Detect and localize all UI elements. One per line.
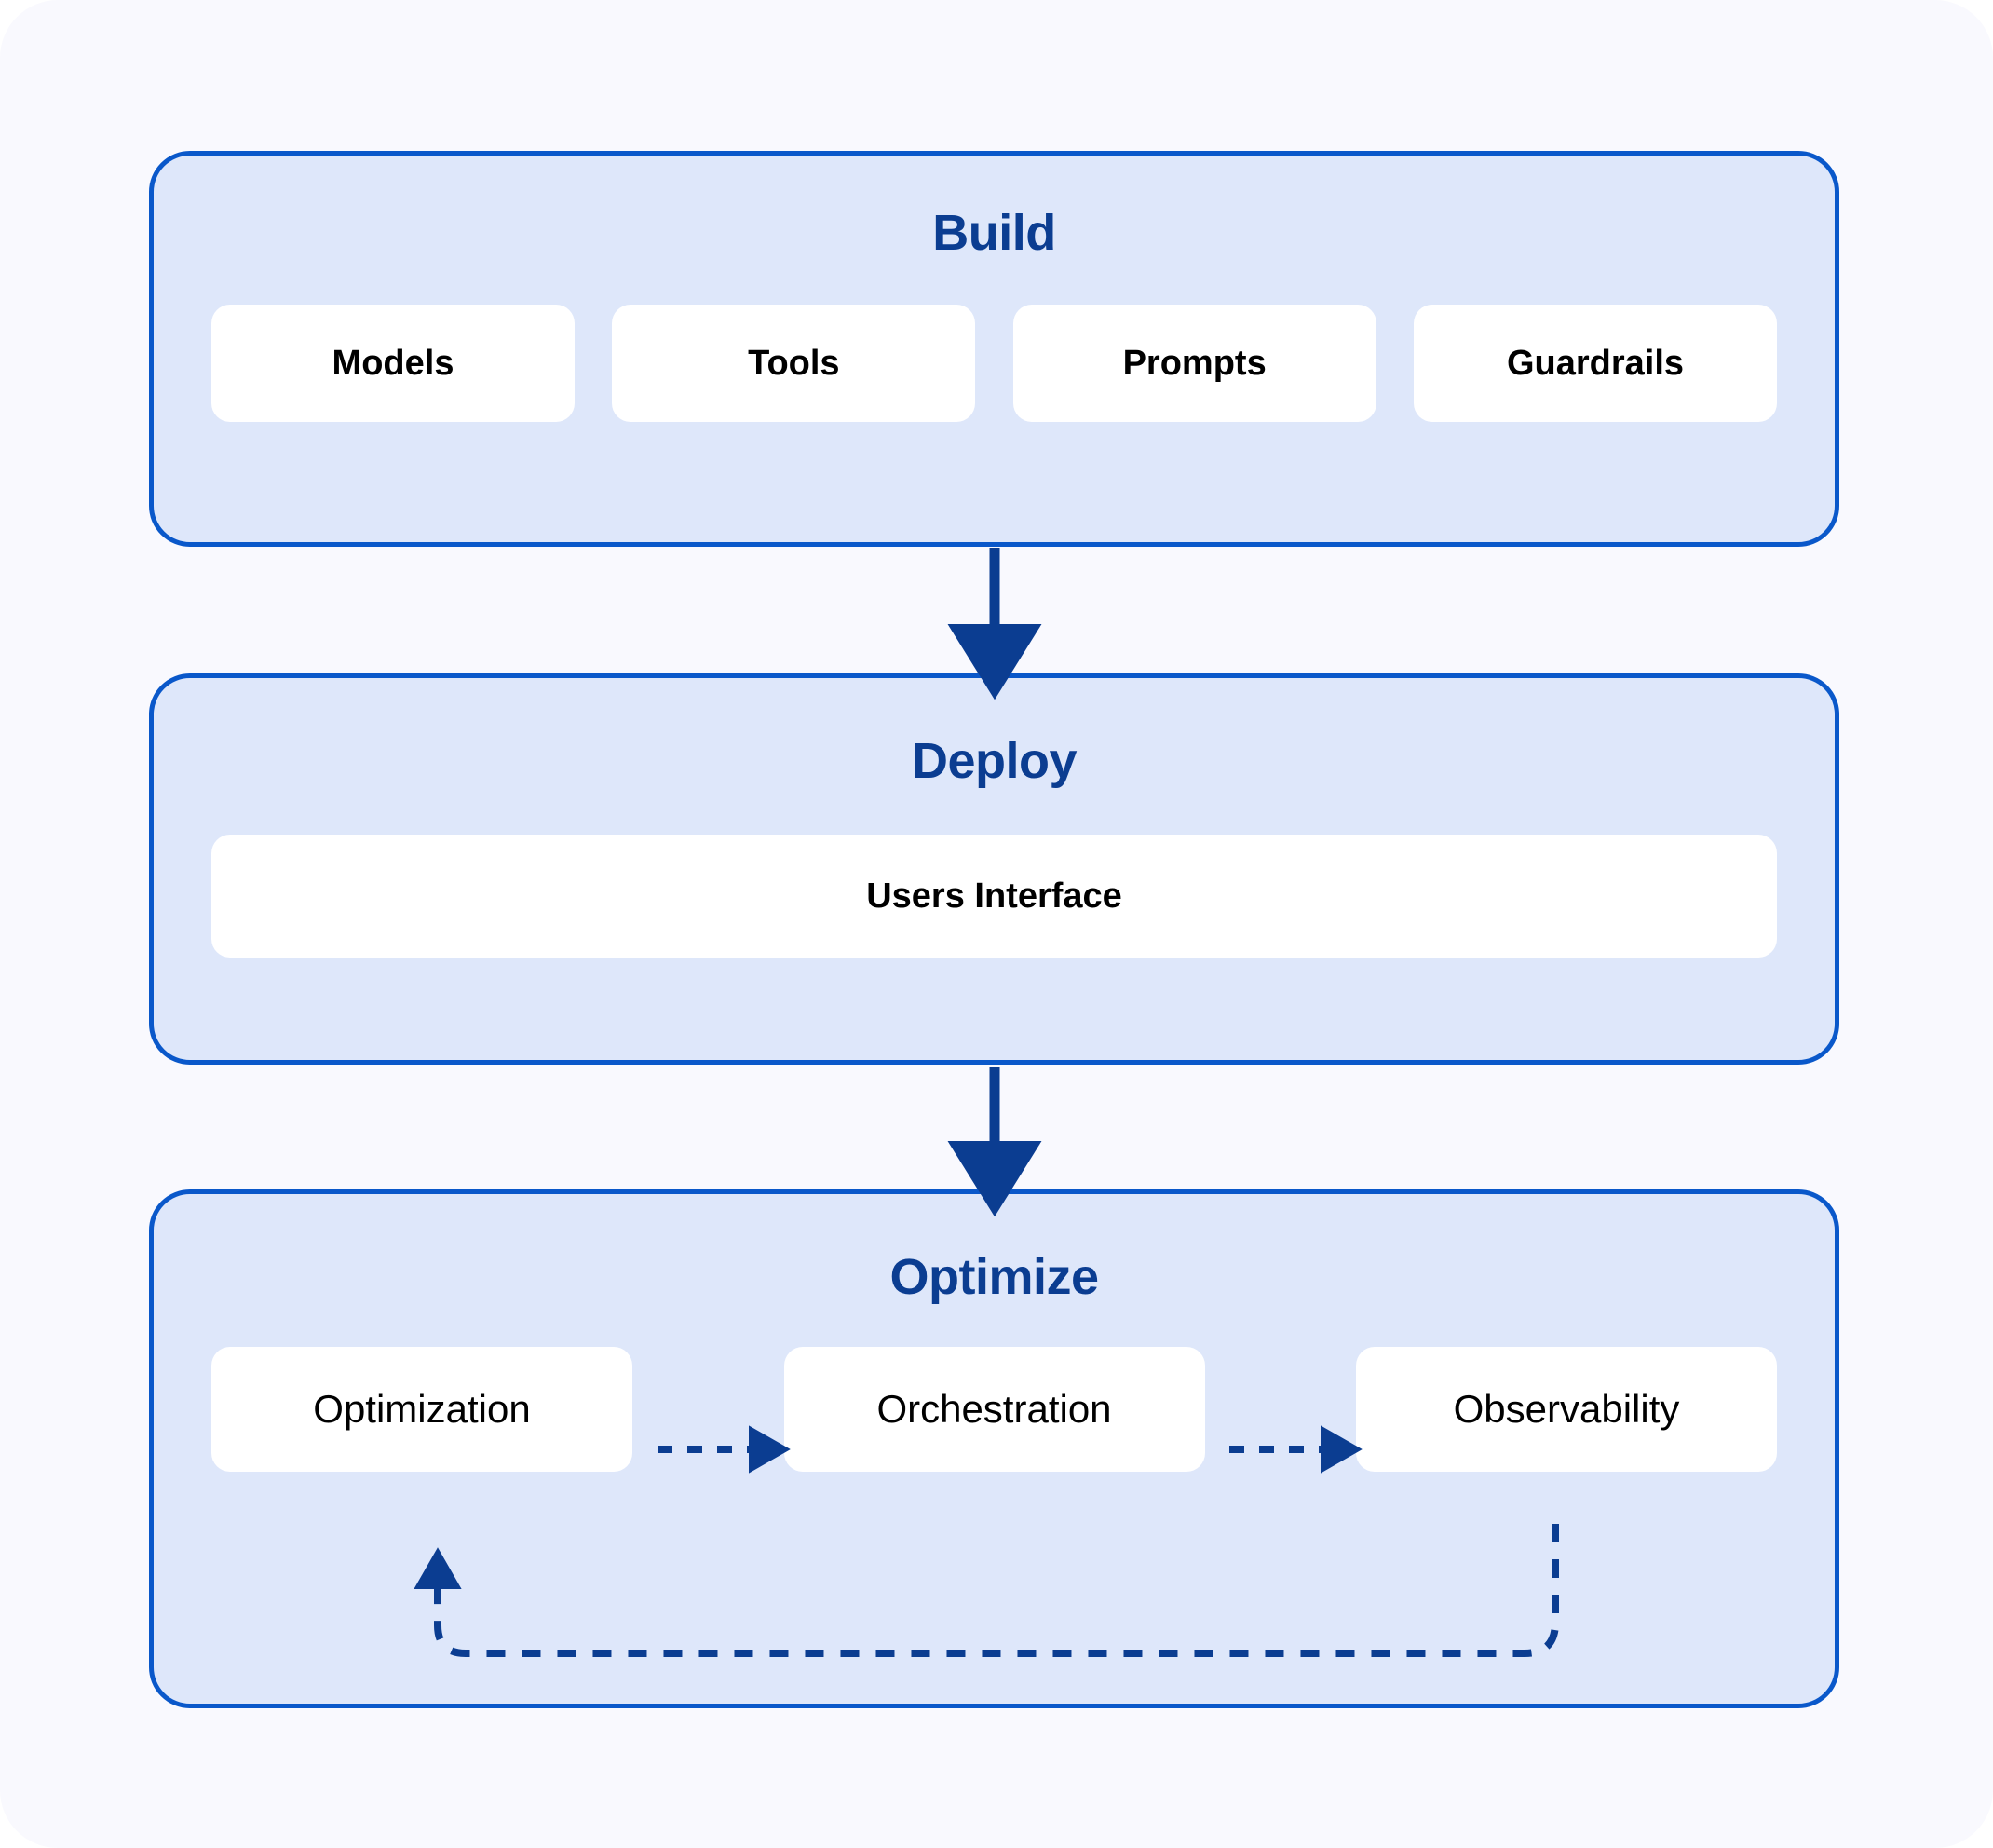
card-users-interface[interactable]: Users Interface xyxy=(211,835,1777,958)
card-observability-label: Observability xyxy=(1453,1387,1680,1431)
card-tools-label: Tools xyxy=(748,343,840,383)
stage-build-title: Build xyxy=(932,205,1056,261)
orchestration-to-observability-connector-slot xyxy=(1205,1347,1357,1472)
card-users-interface-label: Users Interface xyxy=(866,876,1122,916)
card-observability[interactable]: Observability xyxy=(1356,1347,1777,1472)
card-orchestration[interactable]: Orchestration xyxy=(783,1347,1205,1472)
stage-deploy-title: Deploy xyxy=(911,733,1078,789)
stage-optimize: Optimize Optimization Orchestration Obse… xyxy=(149,1189,1839,1708)
card-tools[interactable]: Tools xyxy=(612,305,976,422)
card-optimization-label: Optimization xyxy=(313,1387,531,1431)
card-models[interactable]: Models xyxy=(211,305,575,422)
card-models-label: Models xyxy=(332,343,454,383)
card-orchestration-label: Orchestration xyxy=(876,1387,1112,1431)
stage-build: Build Models Tools Prompts Guardrails xyxy=(149,151,1839,547)
stage-optimize-title: Optimize xyxy=(889,1249,1099,1305)
stage-deploy: Deploy Users Interface xyxy=(149,673,1839,1065)
card-guardrails-label: Guardrails xyxy=(1506,343,1685,383)
build-card-row: Models Tools Prompts Guardrails xyxy=(154,305,1835,422)
card-optimization[interactable]: Optimization xyxy=(211,1347,632,1472)
card-prompts[interactable]: Prompts xyxy=(1012,305,1376,422)
card-prompts-label: Prompts xyxy=(1122,343,1267,383)
deploy-card-row: Users Interface xyxy=(154,835,1835,958)
optimization-to-orchestration-connector-slot xyxy=(632,1347,784,1472)
card-guardrails[interactable]: Guardrails xyxy=(1413,305,1777,422)
optimize-card-row: Optimization Orchestration Observability xyxy=(154,1347,1835,1472)
